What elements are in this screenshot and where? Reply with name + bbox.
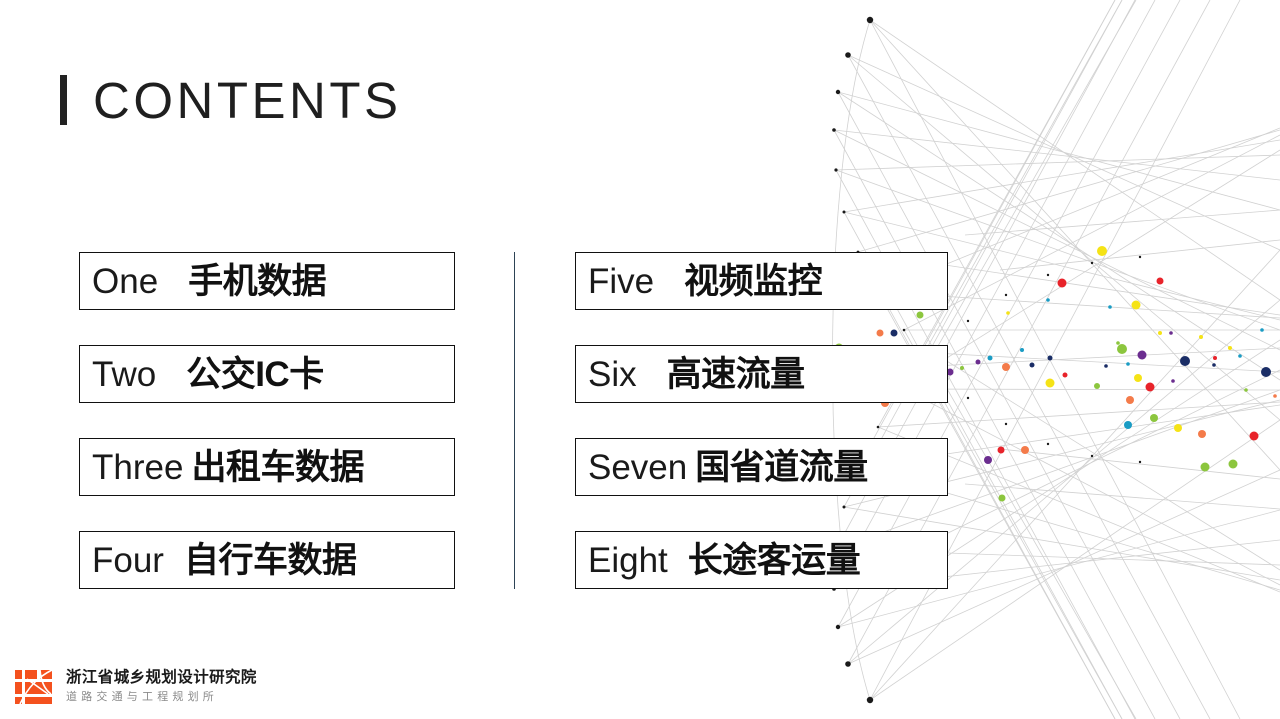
contents-item-label: 出租车数据 bbox=[191, 447, 364, 487]
footer: 浙江省城乡规划设计研究院 道路交通与工程规划所 bbox=[14, 667, 257, 707]
institute-name: 浙江省城乡规划设计研究院 bbox=[66, 669, 257, 687]
contents-left-column: One 手机数据 Two 公交IC卡 Three 出租车数据 Four 自行车数… bbox=[79, 252, 455, 589]
contents-item-number: One bbox=[92, 261, 159, 301]
contents-item-label: 视频监控 bbox=[684, 261, 823, 301]
footer-text-block: 浙江省城乡规划设计研究院 道路交通与工程规划所 bbox=[66, 668, 257, 705]
contents-item-label: 国省道流量 bbox=[695, 447, 868, 487]
contents-item-label: 手机数据 bbox=[188, 261, 327, 301]
contents-item-four[interactable]: Four 自行车数据 bbox=[79, 531, 455, 589]
contents-item-one[interactable]: One 手机数据 bbox=[79, 252, 455, 310]
contents-item-label: 长途客运量 bbox=[687, 540, 861, 580]
department-name: 道路交通与工程规划所 bbox=[66, 691, 218, 704]
contents-item-number: Two bbox=[92, 354, 157, 394]
title-accent-bar bbox=[60, 75, 67, 125]
contents-item-label: 自行车数据 bbox=[183, 540, 357, 580]
contents-item-six[interactable]: Six 高速流量 bbox=[575, 345, 948, 403]
contents-item-eight[interactable]: Eight 长途客运量 bbox=[575, 531, 948, 589]
contents-item-label: 高速流量 bbox=[666, 354, 806, 394]
contents-item-number: Five bbox=[588, 261, 655, 301]
contents-item-number: Seven bbox=[588, 447, 688, 487]
contents-item-number: Six bbox=[588, 354, 637, 394]
contents-item-number: Eight bbox=[588, 540, 668, 580]
title-text: CONTENTS bbox=[93, 71, 402, 129]
contents-item-label: 公交IC卡 bbox=[186, 354, 324, 394]
page-title: CONTENTS bbox=[60, 64, 402, 136]
contents-item-number: Three bbox=[92, 447, 184, 487]
institute-logo-icon bbox=[14, 667, 54, 707]
contents-item-three[interactable]: Three 出租车数据 bbox=[79, 438, 455, 496]
contents-item-number: Four bbox=[92, 540, 164, 580]
contents-item-two[interactable]: Two 公交IC卡 bbox=[79, 345, 455, 403]
column-divider bbox=[514, 252, 515, 589]
contents-item-five[interactable]: Five 视频监控 bbox=[575, 252, 948, 310]
contents-item-seven[interactable]: Seven 国省道流量 bbox=[575, 438, 948, 496]
contents-right-column: Five 视频监控 Six 高速流量 Seven 国省道流量 Eight 长途客… bbox=[575, 252, 948, 589]
